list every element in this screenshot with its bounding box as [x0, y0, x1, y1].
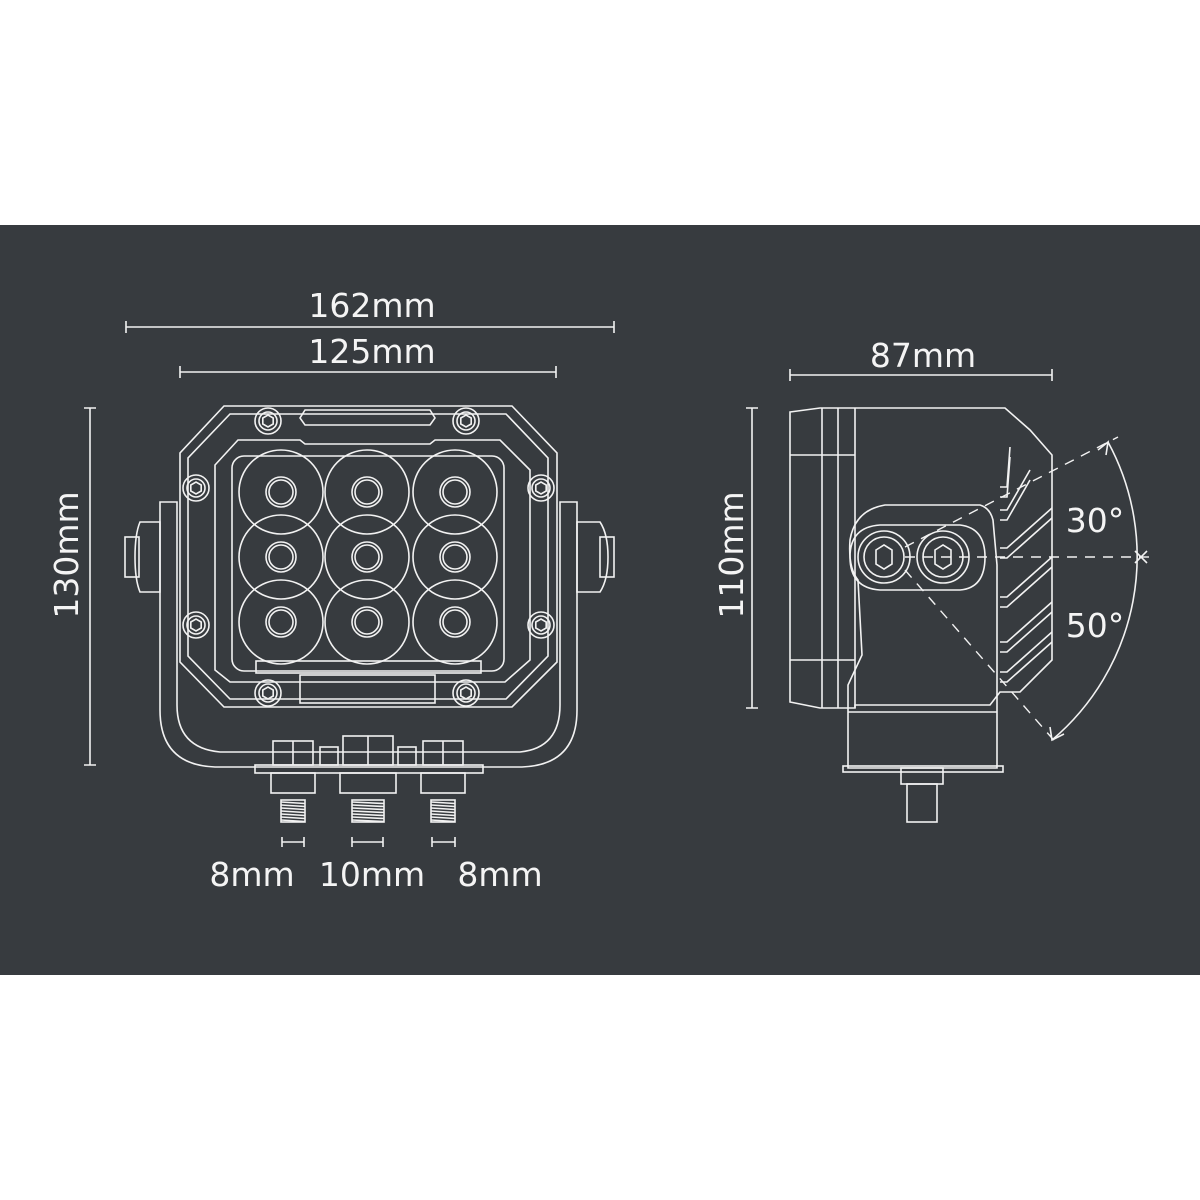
led — [238, 579, 324, 665]
terminal-right-label: 8mm — [457, 855, 542, 894]
led — [238, 514, 324, 600]
side-view-light — [789, 407, 1150, 823]
screw — [182, 474, 210, 502]
depth-label: 87mm — [870, 336, 976, 375]
screw — [254, 407, 282, 435]
led — [412, 579, 498, 665]
led — [324, 579, 410, 665]
width-overall-label: 162mm — [308, 286, 435, 325]
tilt-down-label: 50° — [1066, 606, 1125, 645]
fin — [1000, 469, 1031, 521]
screw-set — [182, 407, 555, 707]
dimension-lines — [84, 321, 1053, 847]
fin — [1000, 556, 1053, 608]
fin — [1000, 601, 1053, 653]
height-overall-label: 130mm — [47, 491, 86, 618]
screw — [254, 679, 282, 707]
led — [412, 449, 498, 535]
terminal-stud — [339, 772, 397, 823]
terminal-stud — [420, 772, 466, 823]
terminal-stud — [270, 772, 316, 823]
screw — [182, 611, 210, 639]
terminal-center-label: 10mm — [319, 855, 425, 894]
led — [412, 514, 498, 600]
dark-panel — [0, 225, 1200, 975]
fin — [1000, 507, 1053, 559]
front-view-light — [124, 405, 615, 823]
screw — [527, 611, 555, 639]
tilt-up-label: 30° — [1066, 501, 1125, 540]
terminal-left-label: 8mm — [209, 855, 294, 894]
led — [324, 449, 410, 535]
screw — [452, 679, 480, 707]
terminal-studs — [270, 772, 466, 823]
led — [238, 449, 324, 535]
led — [324, 514, 410, 600]
screw — [527, 474, 555, 502]
side-height-label: 110mm — [712, 491, 751, 618]
width-body-label: 125mm — [308, 332, 435, 371]
led-array — [238, 449, 498, 665]
screw — [452, 407, 480, 435]
